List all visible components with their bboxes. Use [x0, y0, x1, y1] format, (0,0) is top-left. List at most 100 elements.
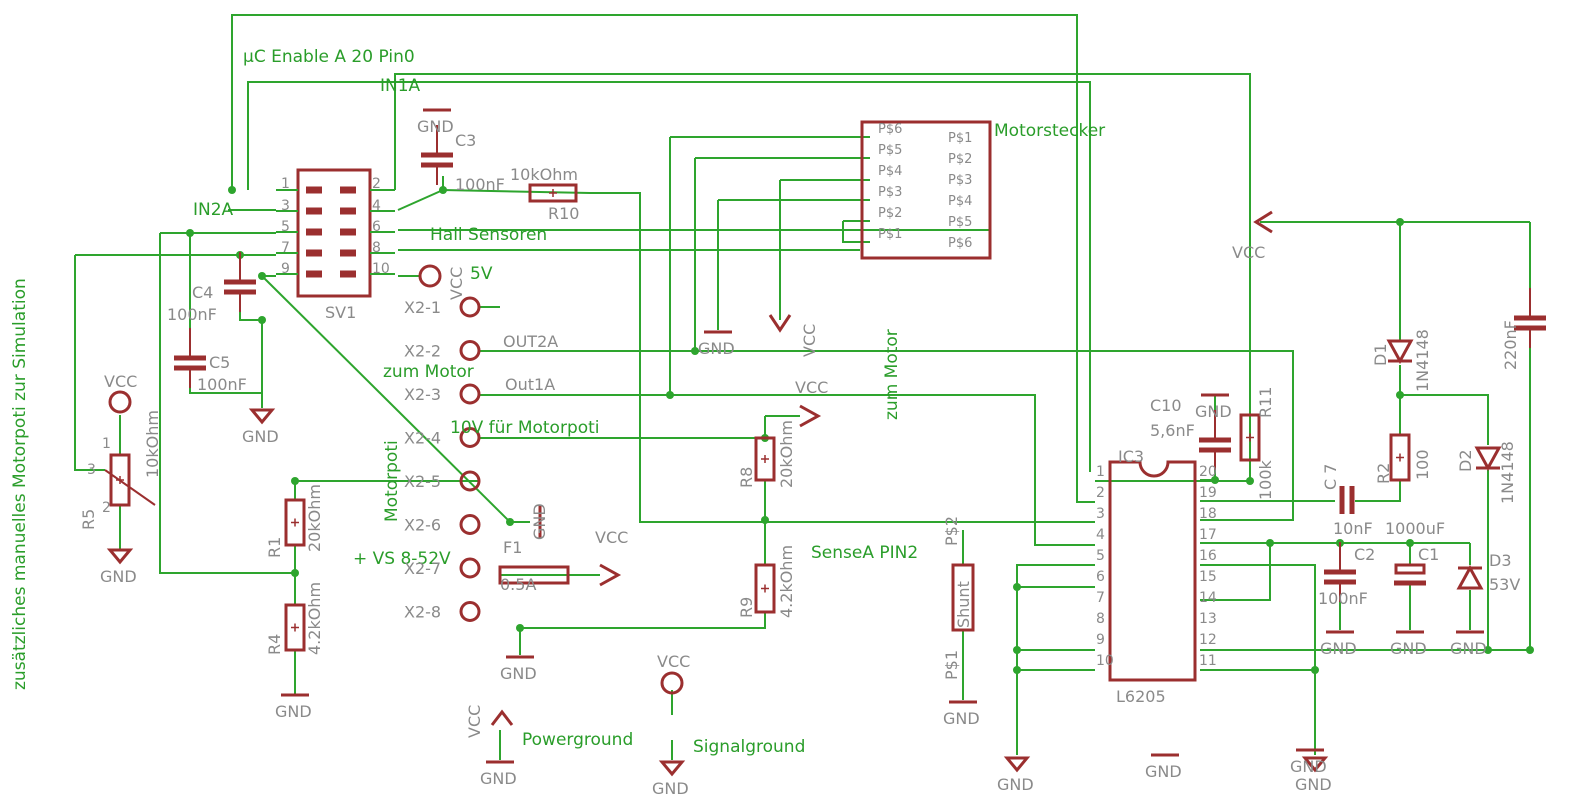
x2-pad-label: X2-2	[404, 342, 441, 361]
ic3-pin-10: 10	[1096, 653, 1114, 669]
wire	[519, 612, 766, 655]
vcc-symbol	[799, 404, 822, 428]
gnd-symbol	[248, 408, 276, 425]
junction	[1246, 477, 1254, 485]
c2-name: C2	[1354, 545, 1375, 564]
r2-value: 100	[1413, 449, 1432, 480]
wire	[1016, 564, 1095, 755]
r8-name: R8	[737, 467, 756, 488]
gnd-symbol	[106, 548, 134, 565]
ic3-body	[1108, 460, 1197, 682]
vcc-label: VCC	[104, 372, 137, 391]
x2-pad	[459, 296, 481, 318]
ic3-pin-18: 18	[1199, 506, 1217, 522]
f1-name: F1	[503, 538, 522, 557]
sv1-pin-6: 6	[372, 219, 381, 235]
wire	[480, 350, 1294, 521]
gnd-label: GND	[1390, 639, 1427, 658]
junction	[1266, 539, 1274, 547]
wire	[1355, 480, 1401, 502]
r2-symbol	[1389, 433, 1411, 482]
junction	[1406, 539, 1414, 547]
wire	[1400, 394, 1489, 445]
net-label-side-note: zusätzliches manuelles Motorpoti zur Sim…	[10, 278, 30, 690]
d1-symbol	[1386, 339, 1414, 365]
gnd-label: GND	[1195, 402, 1232, 421]
junction	[691, 347, 699, 355]
junction	[516, 624, 524, 632]
out2a-label: OUT2A	[503, 332, 558, 351]
f1-symbol	[498, 565, 570, 585]
junction	[291, 569, 299, 577]
gnd-label: GND	[1450, 639, 1487, 658]
gnd-label: GND	[417, 117, 454, 136]
sv1-pin-9: 9	[281, 261, 290, 277]
shunt-symbol	[951, 563, 975, 632]
vcc-label: VCC	[657, 652, 690, 671]
motor-pad-left: P$6	[878, 122, 902, 137]
r9-value: 4.2kOhm	[777, 545, 796, 618]
ic3-pin-2: 2	[1096, 485, 1105, 501]
ic3-pin-4: 4	[1096, 527, 1105, 543]
gnd-label: GND	[500, 664, 537, 683]
vcc-symbol	[1253, 210, 1273, 234]
wire	[74, 255, 105, 471]
junction	[1211, 476, 1219, 484]
vcc-symbol	[418, 264, 442, 288]
vcc-label: VCC	[800, 324, 819, 357]
gnd-symbol	[1003, 756, 1031, 773]
vcc-label: VCC	[1232, 243, 1265, 262]
out1a-label: Out1A	[505, 375, 555, 394]
wire	[1200, 564, 1316, 755]
r8-value: 20kOhm	[777, 420, 796, 488]
gnd-label: GND	[530, 503, 549, 540]
component-symbols	[104, 108, 1546, 777]
c3-value: 100nF	[455, 175, 505, 194]
junction	[666, 391, 674, 399]
c220-value: 220nF	[1501, 320, 1520, 370]
ic3-pin-1: 1	[1096, 464, 1105, 480]
ic3-pin-3: 3	[1096, 506, 1105, 522]
junction	[1311, 666, 1319, 674]
r1-symbol	[284, 498, 306, 547]
shunt-pin-1: P$1	[942, 650, 961, 680]
r4-symbol	[284, 603, 306, 652]
c10-name: C10	[1150, 396, 1182, 415]
d2-symbol	[1474, 446, 1502, 472]
f1-value: 0.5A	[500, 575, 536, 594]
motor-pad-right: P$2	[948, 152, 972, 167]
r10-name: R10	[548, 204, 579, 223]
r5-value: 10kOhm	[143, 410, 162, 478]
r10-symbol	[528, 183, 578, 203]
ic3-pin-7: 7	[1096, 590, 1105, 606]
gnd-label: GND	[943, 709, 980, 728]
x2-pad	[459, 601, 481, 622]
r1-value: 20kOhm	[305, 484, 324, 552]
junction	[258, 316, 266, 324]
motor-pad-right: P$5	[948, 215, 972, 230]
d2-value: 1N4148	[1498, 441, 1517, 504]
c1-name: C1	[1418, 545, 1439, 564]
d2-name: D2	[1456, 450, 1475, 473]
net-label-zum-motor-1: zum Motor	[383, 362, 474, 382]
c4-value: 100nF	[167, 305, 217, 324]
net-label-5v: 5V	[470, 264, 493, 284]
motor-pad-right: P$1	[948, 131, 972, 146]
net-label-sense: SenseA PIN2	[811, 543, 918, 563]
junction	[1013, 646, 1021, 654]
ic3-pin-5: 5	[1096, 548, 1105, 564]
wire	[397, 188, 1095, 523]
c10-value: 5,6nF	[1150, 421, 1195, 440]
x2-pad	[459, 514, 481, 535]
vcc-label: VCC	[465, 705, 484, 738]
r5-pin-1: 1	[102, 436, 111, 452]
x2-pad	[459, 427, 481, 448]
r10-value: 10kOhm	[510, 165, 578, 184]
ic3-pin-9: 9	[1096, 632, 1105, 648]
d1-name: D1	[1371, 344, 1390, 367]
gnd-label: GND	[698, 339, 735, 358]
ic3-pin-14: 14	[1199, 590, 1217, 606]
wire	[159, 233, 295, 574]
